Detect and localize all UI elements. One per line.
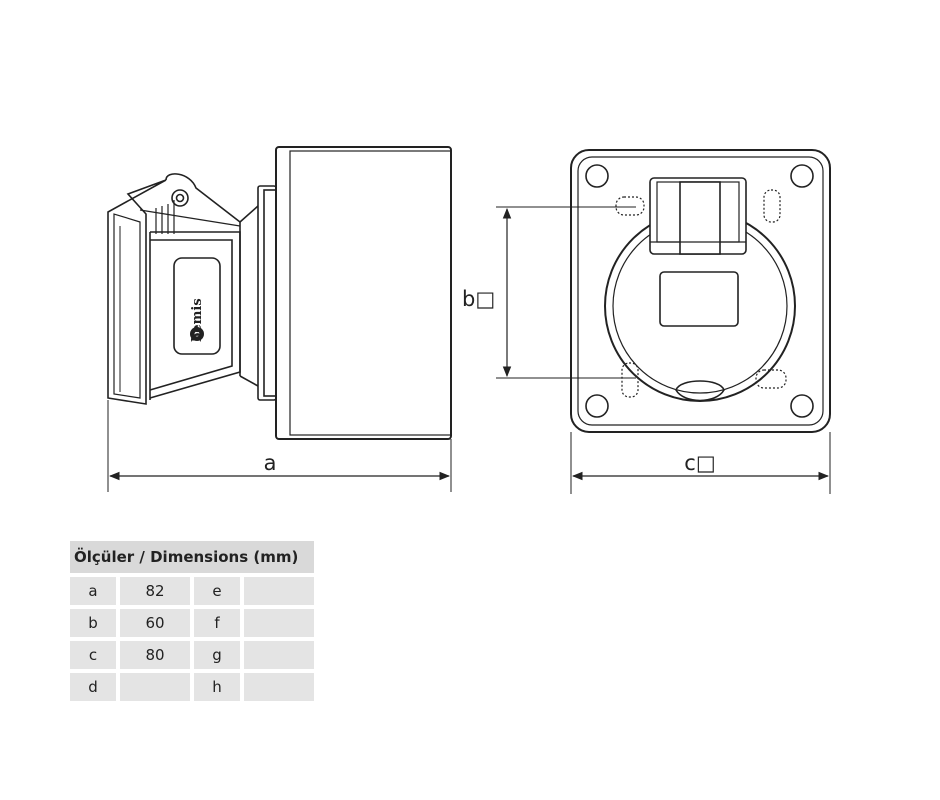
dimension-value <box>244 641 314 669</box>
dimensions-table: Ölçüler / Dimensions (mm) a 82 e b 60 f … <box>66 537 318 705</box>
dimension-value <box>244 673 314 701</box>
dimension-value: 60 <box>120 609 190 637</box>
dimension-key: a <box>70 577 116 605</box>
side-view <box>107 146 452 440</box>
dimension-value: 82 <box>120 577 190 605</box>
table-row: a 82 e <box>70 577 314 605</box>
table-title: Ölçüler / Dimensions (mm) <box>70 541 314 573</box>
dimension-key: f <box>194 609 240 637</box>
dimension-value: 80 <box>120 641 190 669</box>
dimension-key: c <box>70 641 116 669</box>
dimension-key: g <box>194 641 240 669</box>
table-row: d h <box>70 673 314 701</box>
front-view <box>570 149 831 433</box>
dimension-value <box>244 609 314 637</box>
dimension-key: e <box>194 577 240 605</box>
dimension-label-c: c□ <box>684 451 715 475</box>
dimension-key: d <box>70 673 116 701</box>
dimension-key: h <box>194 673 240 701</box>
brand-logo: bemis <box>190 298 205 341</box>
dimension-label-a: a <box>264 451 277 475</box>
dimension-value <box>244 577 314 605</box>
dimension-label-b: b□ <box>462 287 495 311</box>
dimension-value <box>120 673 190 701</box>
technical-drawing: bemis a b□ c□ <box>107 146 831 494</box>
table-row: b 60 f <box>70 609 314 637</box>
dimension-key: b <box>70 609 116 637</box>
table-row: c 80 g <box>70 641 314 669</box>
